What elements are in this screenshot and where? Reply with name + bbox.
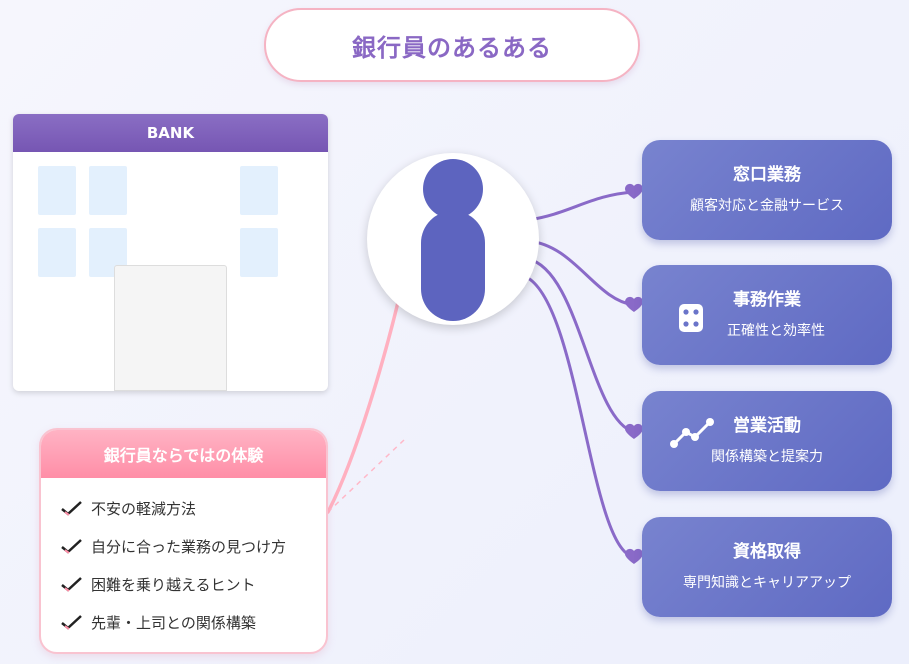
bank-window <box>240 228 278 277</box>
card-title: 事務作業 <box>733 290 801 310</box>
check-icon <box>61 501 82 516</box>
pink-dashed-connector <box>329 439 405 511</box>
list-item-label: 先輩・上司との関係構築 <box>91 613 256 632</box>
connector-4 <box>526 276 636 559</box>
bank-window <box>89 166 127 215</box>
heart-icon <box>625 423 643 439</box>
person-icon <box>421 159 485 321</box>
trend-line-icon <box>670 418 714 448</box>
pink-connector <box>326 275 406 514</box>
bank-sign: BANK <box>13 114 328 152</box>
list-item-label: 不安の軽減方法 <box>91 499 197 518</box>
connector-1 <box>526 190 636 222</box>
check-icon <box>61 615 82 630</box>
bank-window <box>38 166 76 215</box>
experience-title: 銀行員ならではの体験 <box>41 430 326 478</box>
check-icon <box>61 577 82 592</box>
card-counter-work: 窓口業務 顧客対応と金融サービス <box>642 140 892 240</box>
heart-icon <box>625 183 643 199</box>
list-item: 困難を乗り越えるヒント <box>61 565 326 603</box>
card-title: 営業活動 <box>733 416 801 436</box>
card-subtitle: 正確性と効率性 <box>727 323 825 339</box>
connector-2 <box>526 239 636 307</box>
experience-card: 銀行員ならではの体験 不安の軽減方法 自分に合った業務の見つけ方 困難を乗り越え… <box>39 428 328 654</box>
bank-window <box>38 228 76 277</box>
card-sales-activity: 営業活動 関係構築と提案力 <box>642 391 892 491</box>
heart-icon <box>625 548 643 564</box>
page-title: 銀行員のあるある <box>264 8 640 82</box>
list-item: 不安の軽減方法 <box>61 489 326 527</box>
card-subtitle: 顧客対応と金融サービス <box>690 198 844 214</box>
connector-3 <box>526 257 636 434</box>
card-office-work: 事務作業 正確性と効率性 <box>642 265 892 365</box>
list-item-label: 自分に合った業務の見つけ方 <box>91 537 287 556</box>
card-subtitle: 専門知識とキャリアアップ <box>683 575 851 591</box>
list-item: 先輩・上司との関係構築 <box>61 603 326 641</box>
bank-window <box>240 166 278 215</box>
experience-list: 不安の軽減方法 自分に合った業務の見つけ方 困難を乗り越えるヒント 先輩・上司と… <box>41 478 326 641</box>
bank-door <box>114 265 227 391</box>
card-certification: 資格取得 専門知識とキャリアアップ <box>642 517 892 617</box>
bank-building: BANK <box>13 114 328 391</box>
list-item: 自分に合った業務の見つけ方 <box>61 527 326 565</box>
dice-icon <box>679 304 703 332</box>
check-icon <box>61 539 82 554</box>
person-avatar <box>367 153 539 325</box>
list-item-label: 困難を乗り越えるヒント <box>91 575 256 594</box>
card-subtitle: 関係構築と提案力 <box>711 449 823 465</box>
card-title: 資格取得 <box>733 542 801 562</box>
card-title: 窓口業務 <box>733 165 801 185</box>
heart-icon <box>625 296 643 312</box>
